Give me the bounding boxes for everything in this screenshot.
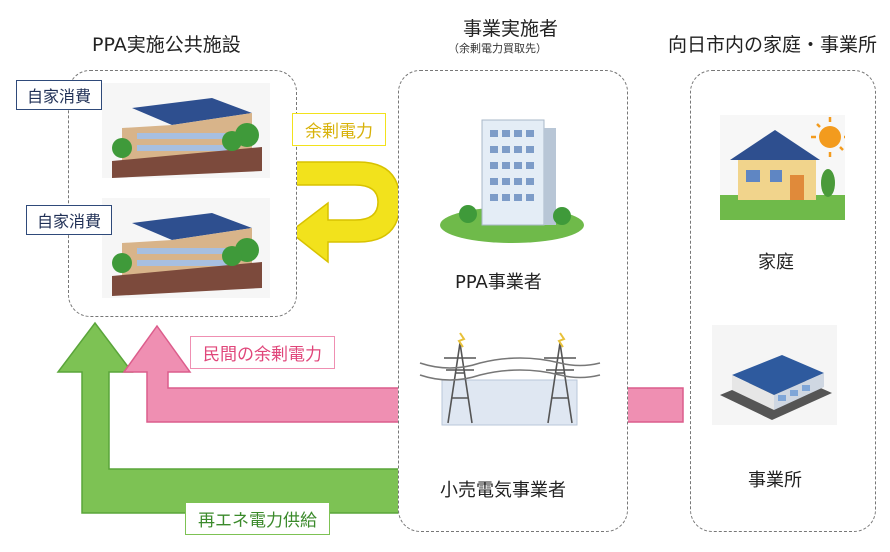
- left-column-title: PPA実施公共施設: [92, 34, 241, 56]
- public-facility-illustration-1: [102, 83, 270, 178]
- surplus-uturn-arrow: [288, 161, 401, 264]
- self-consumption-tag-2: 自家消費: [26, 205, 113, 235]
- office-label: 事業所: [748, 470, 802, 491]
- right-column-title: 向日市内の家庭・事業所: [668, 34, 878, 56]
- renewable-supply-label: 再エネ電力供給: [185, 502, 330, 535]
- transmission-tower-illustration: [419, 332, 601, 426]
- ppa-operator-label: PPA事業者: [455, 272, 542, 293]
- office-illustration: [712, 325, 837, 425]
- center-column-subtitle: （余剰電力買取先）: [448, 42, 547, 55]
- home-label: 家庭: [758, 252, 794, 273]
- private-surplus-label: 民間の余剰電力: [190, 336, 335, 369]
- retailer-label: 小売電気事業者: [440, 480, 566, 501]
- private-surplus-arrow-right: [624, 387, 684, 423]
- home-illustration: [720, 115, 845, 220]
- office-building-illustration: [440, 119, 584, 243]
- surplus-power-label: 余剰電力: [292, 113, 386, 146]
- self-consumption-tag-1: 自家消費: [16, 80, 103, 110]
- center-column-title: 事業実施者: [463, 18, 559, 40]
- public-facility-illustration-2: [102, 198, 270, 298]
